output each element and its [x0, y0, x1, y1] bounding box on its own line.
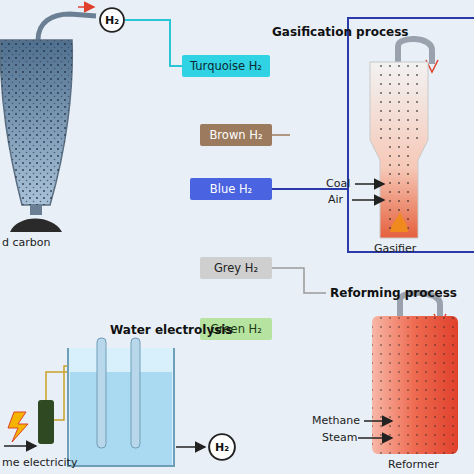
connector-line [125, 20, 182, 66]
hydrogen-circle: H₂ [99, 7, 125, 33]
product-label: d carbon [2, 236, 50, 249]
input-label: Steam [322, 431, 358, 444]
process-title: Gasification process [272, 25, 408, 39]
process-box: Grey H₂ [200, 257, 272, 279]
process-box: Brown H₂ [200, 124, 272, 146]
hydrogen-symbol: H₂ [215, 441, 229, 454]
input-label: Air [328, 193, 343, 206]
process-name: Brown H₂ [209, 128, 262, 142]
energy-label: me electricity [2, 456, 77, 469]
process-title: Reforming process [330, 286, 457, 300]
hydrogen-circle: H₂ [208, 433, 236, 461]
process-box: Turquoise H₂ [182, 55, 270, 77]
equipment-label: Gasifier [374, 242, 416, 255]
process-name: Grey H₂ [214, 261, 258, 275]
process-box: Blue H₂ [190, 178, 272, 200]
input-label: Methane [312, 414, 360, 427]
process-name: Turquoise H₂ [190, 59, 262, 73]
hydrogen-symbol: H₂ [105, 14, 119, 27]
input-label: Coal [326, 177, 350, 190]
process-title: Water electrolysis [110, 323, 233, 337]
equipment-label: Reformer [388, 458, 439, 471]
process-name: Blue H₂ [210, 182, 252, 196]
